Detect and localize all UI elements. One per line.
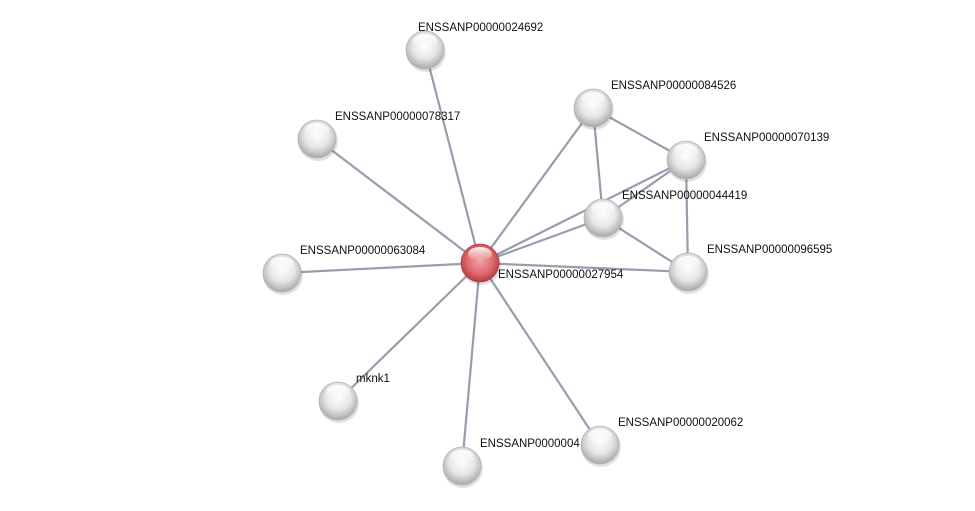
node-highlight [674,144,698,158]
node-highlight [588,429,612,443]
node-highlight [450,450,474,464]
node-label[interactable]: mknk1 [356,373,390,385]
edge-center-n24692[interactable] [423,49,482,264]
edge-center-n70139[interactable] [479,159,687,264]
node-label[interactable]: ENSSANP00000070139 [704,132,829,144]
node-label[interactable]: ENSSANP00000020062 [618,417,743,429]
node-label[interactable]: ENSSANP00000078317 [335,111,460,123]
edge-center-n44419[interactable] [479,216,604,265]
node-n20062[interactable]: ENSSANP00000020062 [580,417,743,467]
node-label[interactable]: ENSSANP00000063084 [300,245,426,257]
node-label[interactable]: ENSSANP00000024692 [418,22,543,34]
node-n63084[interactable]: ENSSANP00000063084 [262,245,426,295]
node-highlight [468,247,492,261]
node-highlight [270,257,294,271]
edge-center-n96595[interactable] [479,261,689,274]
node-label[interactable]: ENSSANP00000084526 [611,80,736,92]
node-n0004[interactable]: ENSSANP0000004 [442,438,580,488]
node-highlight [676,256,700,270]
node-n70139[interactable]: ENSSANP00000070139 [666,132,829,182]
node-center[interactable]: ENSSANP00000027954 [460,243,624,285]
edge-center-n63084[interactable] [281,261,481,275]
node-highlight [305,123,329,137]
node-n96595[interactable]: ENSSANP00000096595 [668,244,832,294]
node-label[interactable]: ENSSANP00000044419 [622,190,747,202]
edge-center-n0004[interactable] [460,262,482,467]
node-n78317[interactable]: ENSSANP00000078317 [297,111,460,161]
node-mknk1[interactable]: mknk1 [318,373,390,423]
node-label[interactable]: ENSSANP00000027954 [498,269,624,281]
node-n44419[interactable]: ENSSANP00000044419 [583,190,747,240]
node-n24692[interactable]: ENSSANP00000024692 [405,22,543,72]
edge-center-n78317[interactable] [316,138,481,264]
node-highlight [581,92,605,106]
node-highlight [326,385,350,399]
node-n84526[interactable]: ENSSANP00000084526 [573,80,736,130]
node-highlight [591,202,615,216]
node-highlight [413,34,437,48]
edge-center-n84526[interactable] [479,107,594,264]
edge-center-n20062[interactable] [479,262,601,446]
node-label[interactable]: ENSSANP0000004 [480,438,580,450]
node-label[interactable]: ENSSANP00000096595 [707,244,832,256]
edge-center-mknk1[interactable] [337,262,481,402]
